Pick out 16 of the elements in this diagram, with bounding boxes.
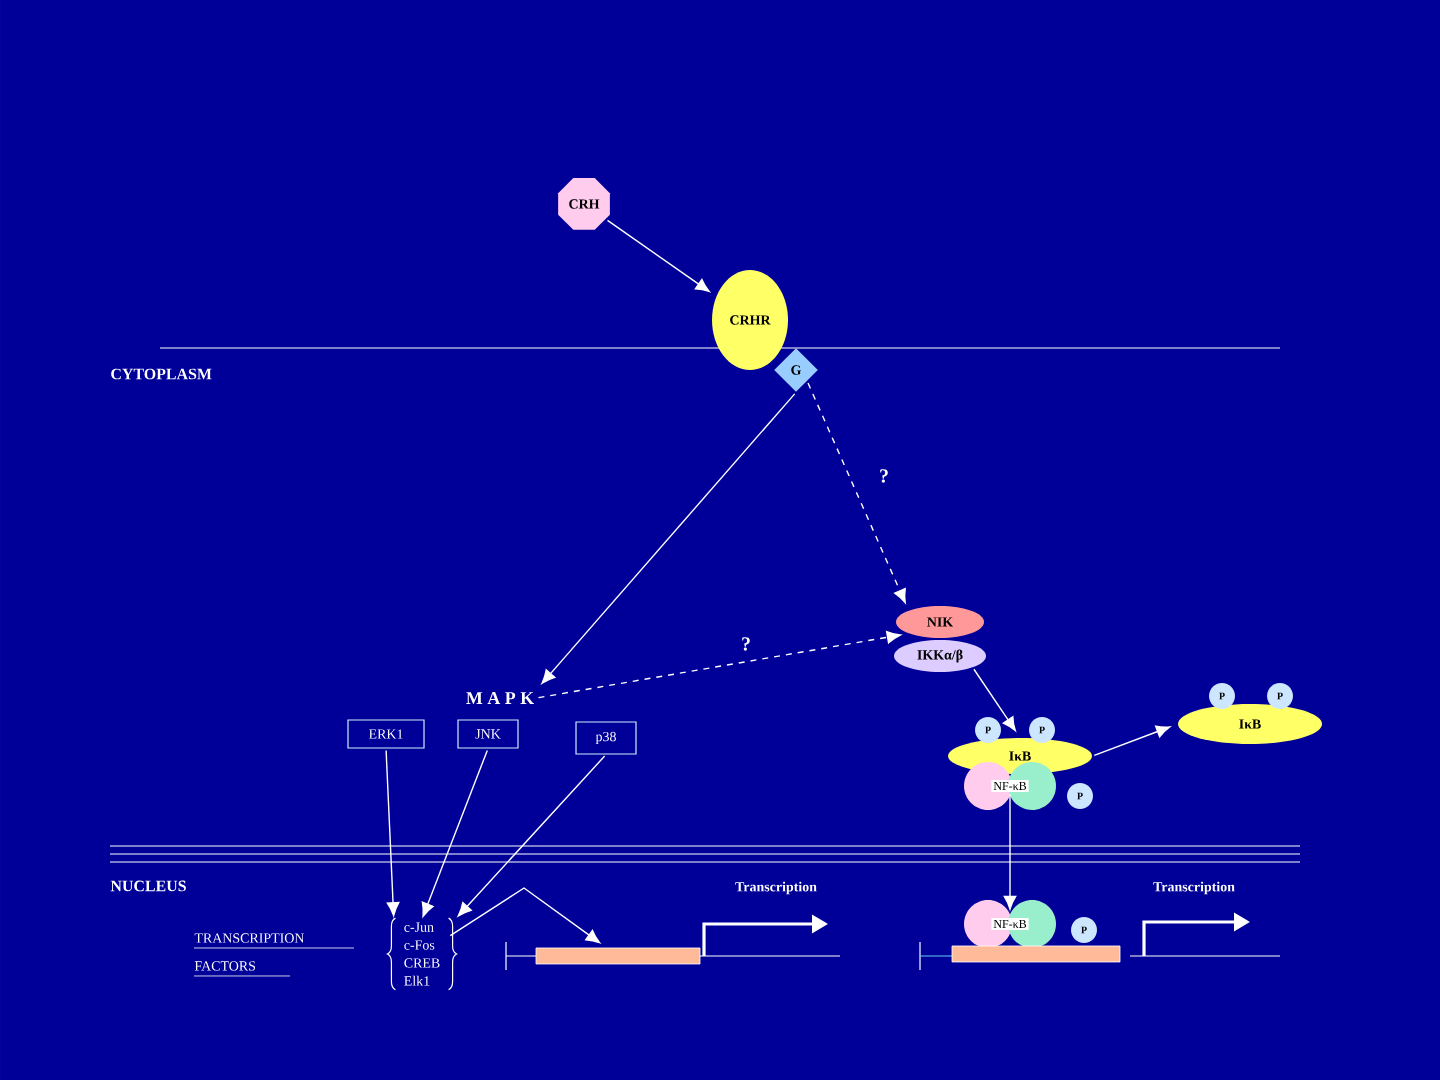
- arrow: [1093, 725, 1171, 756]
- arrow: [385, 749, 400, 917]
- arrow: [606, 219, 710, 293]
- arrow: [1003, 793, 1017, 910]
- arrow: [537, 630, 901, 699]
- arrow: [449, 887, 601, 944]
- arrow: [457, 755, 606, 917]
- gene-bar: [951, 945, 1121, 963]
- kinase-heading: M A P K: [466, 692, 534, 704]
- arrow: [973, 668, 1016, 732]
- arrow: [421, 749, 488, 917]
- arrow: [807, 382, 906, 604]
- edge-label: ?: [739, 635, 753, 653]
- arrow: [541, 393, 796, 684]
- edge-label: ?: [877, 467, 891, 485]
- gene-bar: [535, 947, 701, 965]
